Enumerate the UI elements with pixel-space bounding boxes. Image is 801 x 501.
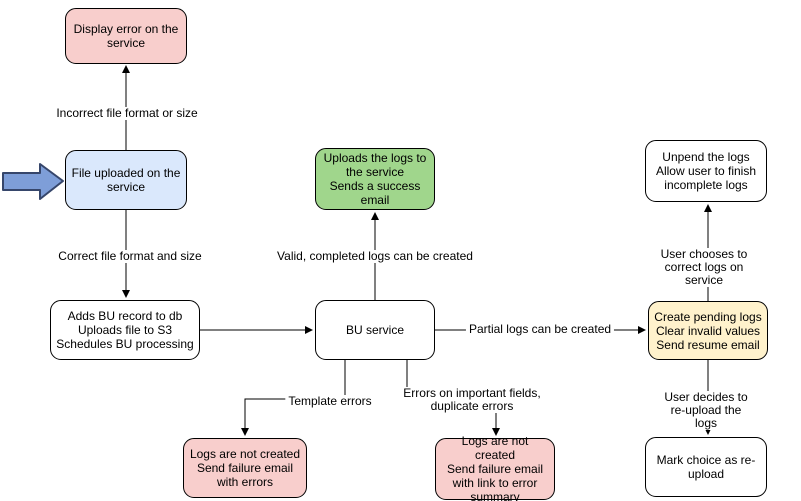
node-display-error: Display error on the service (65, 8, 187, 64)
node-bu-service: BU service (315, 300, 435, 360)
node-uploads-logs: Uploads the logs to the service Sends a … (315, 148, 435, 210)
node-adds-bu-record-label: Adds BU record to db Uploads file to S3 … (56, 309, 194, 351)
edge-label-important-errors: Errors on important fields, duplicate er… (400, 387, 544, 413)
node-adds-bu-record: Adds BU record to db Uploads file to S3 … (50, 300, 200, 360)
node-create-pending-logs: Create pending logs Clear invalid values… (648, 301, 768, 360)
node-mark-choice-reupload-label: Mark choice as re- upload (656, 453, 756, 481)
edge-label-valid-logs: Valid, completed logs can be created (274, 250, 476, 263)
edge-label-user-reuploads: User decides to re-upload the logs (658, 391, 754, 430)
node-create-pending-logs-label: Create pending logs Clear invalid values… (654, 309, 762, 352)
node-unpend-logs-label: Unpend the logs Allow user to finish inc… (655, 150, 757, 192)
edge-label-incorrect-format: Incorrect file format or size (53, 107, 201, 120)
node-display-error-label: Display error on the service (73, 22, 179, 50)
node-logs-not-created-summary: Logs are not created Send failure email … (435, 434, 555, 501)
entry-arrow-icon (2, 163, 64, 200)
node-uploads-logs-label: Uploads the logs to the service Sends a … (323, 151, 427, 207)
edge-label-correct-format: Correct file format and size (55, 250, 205, 263)
node-logs-not-created-errors: Logs are not created Send failure email … (183, 438, 307, 498)
node-file-uploaded-label: File uploaded on the service (71, 166, 181, 194)
edge-label-template-errors: Template errors (285, 395, 375, 408)
edge-label-user-corrects: User chooses to correct logs on service (655, 248, 753, 287)
node-mark-choice-reupload: Mark choice as re- upload (645, 437, 767, 497)
node-unpend-logs: Unpend the logs Allow user to finish inc… (645, 140, 767, 202)
edge-label-partial-logs: Partial logs can be created (465, 323, 615, 336)
node-file-uploaded: File uploaded on the service (65, 150, 187, 210)
node-logs-not-created-summary-label: Logs are not created Send failure email … (446, 434, 544, 501)
node-logs-not-created-errors-label: Logs are not created Send failure email … (189, 447, 301, 489)
node-bu-service-label: BU service (345, 323, 404, 337)
